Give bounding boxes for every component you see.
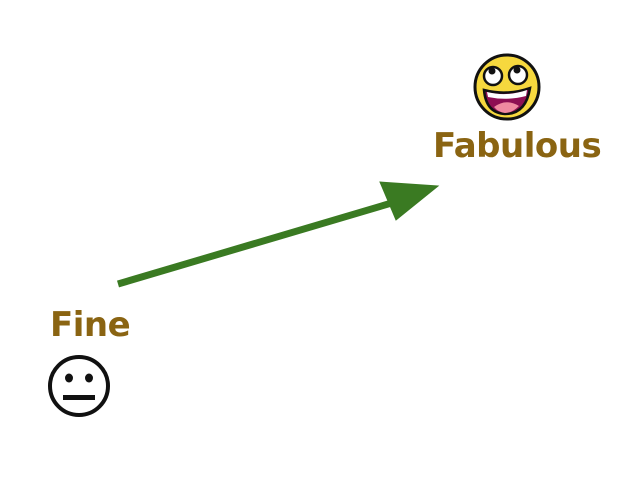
fine-label: Fine: [50, 305, 131, 345]
arrow-shaft: [117, 198, 396, 288]
fabulous-label: Fabulous: [433, 126, 602, 166]
arrowhead: [379, 181, 440, 221]
neutral-face-icon: [48, 355, 110, 417]
laughing-face-icon: [473, 53, 541, 121]
